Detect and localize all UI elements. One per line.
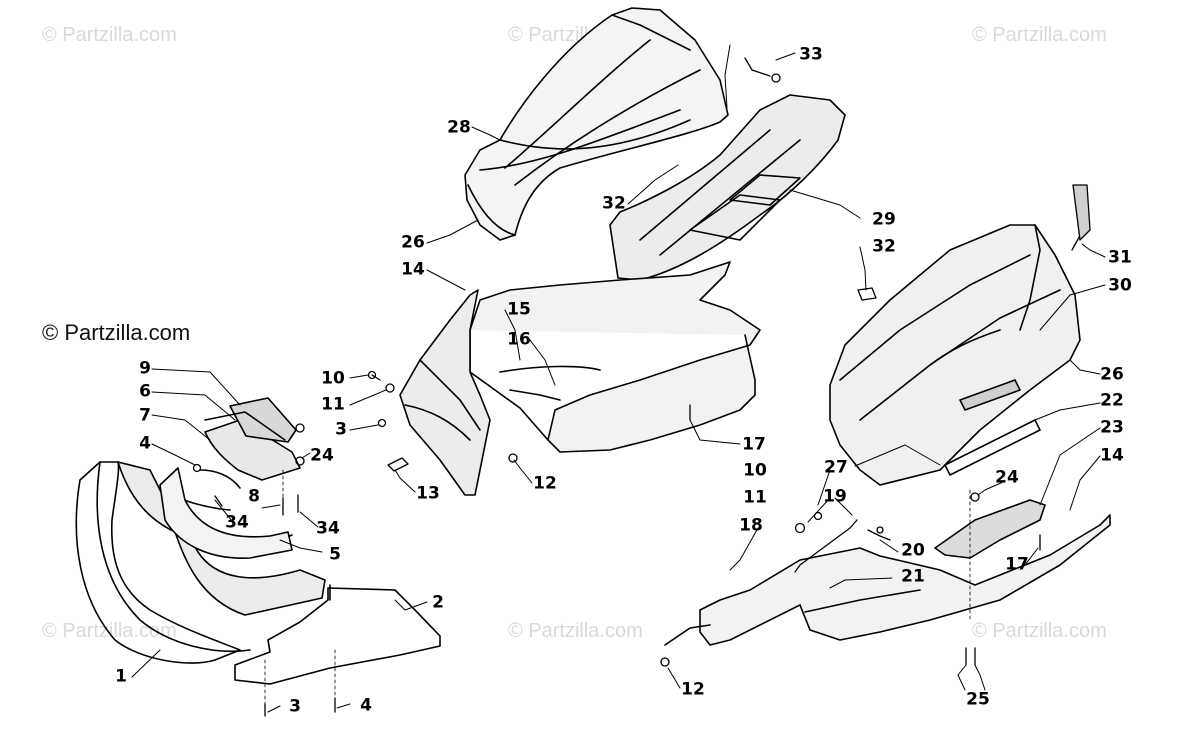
callout-14: 14 <box>401 259 425 280</box>
callout-34: 34 <box>225 512 249 533</box>
callout-12: 12 <box>533 473 557 494</box>
mounting-plate-part <box>934 419 1046 559</box>
callout-4: 4 <box>360 695 372 716</box>
side-hood-part <box>829 224 1081 486</box>
callout-5: 5 <box>329 544 341 565</box>
callout-4: 4 <box>139 433 151 454</box>
callout-32: 32 <box>602 193 626 214</box>
belly-pan-part <box>469 261 761 453</box>
callout-23: 23 <box>1100 417 1124 438</box>
bottom-pan-part <box>234 584 441 685</box>
right-fasteners <box>660 184 1091 667</box>
callout-30: 30 <box>1108 275 1132 296</box>
hood-lower-panel-part <box>609 94 846 281</box>
callout-10: 10 <box>321 368 345 389</box>
center-fasteners <box>367 57 781 472</box>
callout-14: 14 <box>1100 445 1124 466</box>
callout-11: 11 <box>743 487 767 508</box>
callout-22: 22 <box>1100 390 1124 411</box>
bumper-brace-part <box>159 467 293 559</box>
callout-6: 6 <box>139 381 151 402</box>
callout-21: 21 <box>901 566 925 587</box>
callout-10: 10 <box>743 460 767 481</box>
callout-15: 15 <box>507 299 531 320</box>
callout-26: 26 <box>401 232 425 253</box>
leader-lines <box>131 44 1106 713</box>
callout-28: 28 <box>447 117 471 138</box>
watermark: © Partzilla.com <box>972 24 1107 46</box>
callout-24: 24 <box>310 445 334 466</box>
watermark: © Partzilla.com <box>42 620 177 642</box>
callout-34: 34 <box>316 518 340 539</box>
callout-12: 12 <box>681 679 705 700</box>
watermark: © Partzilla.com <box>508 620 643 642</box>
callout-29: 29 <box>872 209 896 230</box>
callout-26: 26 <box>1100 364 1124 385</box>
callout-3: 3 <box>289 696 301 717</box>
callout-27: 27 <box>824 457 848 478</box>
alignment-lines <box>264 469 971 705</box>
callout-2: 2 <box>432 592 444 613</box>
callout-18: 18 <box>739 515 763 536</box>
belly-pan-right-part <box>664 514 1111 646</box>
callout-25: 25 <box>966 689 990 710</box>
callout-8: 8 <box>248 486 260 507</box>
side-panel-part <box>399 289 491 496</box>
callout-17: 17 <box>1005 554 1029 575</box>
watermark-prominent: © Partzilla.com <box>42 320 191 345</box>
grille-bracket-part <box>199 397 301 489</box>
callout-3: 3 <box>335 419 347 440</box>
callout-16: 16 <box>507 329 531 350</box>
callout-19: 19 <box>823 486 847 507</box>
fastener-hardware <box>192 423 336 717</box>
watermark: © Partzilla.com <box>972 620 1107 642</box>
callout-13: 13 <box>416 483 440 504</box>
callout-1: 1 <box>115 666 127 687</box>
watermark: © Partzilla.com <box>42 24 177 46</box>
callout-33: 33 <box>799 44 823 65</box>
callout-7: 7 <box>139 405 151 426</box>
callout-31: 31 <box>1108 247 1132 268</box>
callout-32: 32 <box>872 236 896 257</box>
callout-9: 9 <box>139 358 151 379</box>
callout-17: 17 <box>742 434 766 455</box>
callout-24: 24 <box>995 467 1019 488</box>
nose-cone-part <box>75 461 326 664</box>
hood-upper-part <box>464 7 729 241</box>
callout-20: 20 <box>901 540 925 561</box>
callout-11: 11 <box>321 394 345 415</box>
